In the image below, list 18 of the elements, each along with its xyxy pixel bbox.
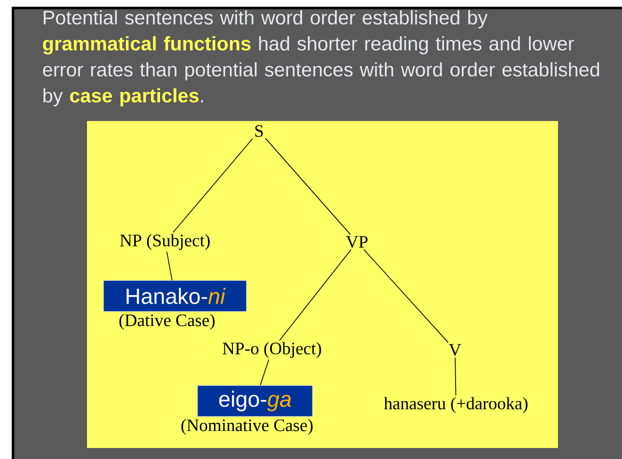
tree-branch	[363, 249, 449, 343]
title: Potential sentences with word order established by grammatical functions had shorter reading times and lower error rates than potential sentences with word order established by case particles.	[43, 10, 600, 106]
tree-label: NP (Subject)	[118, 232, 212, 252]
tree-label: hanaseru (+darooka)	[382, 396, 530, 414]
tree-branch	[454, 357, 456, 396]
tree-label: NP-o (Object)	[220, 340, 324, 360]
tree-label: VP	[344, 234, 370, 250]
word-box: eigo-ga	[197, 385, 313, 417]
tree-label: V	[447, 342, 463, 358]
word-box: Hanako-ni	[103, 280, 247, 312]
tree-label: S	[252, 124, 266, 138]
case-label: (Nominative Case)	[181, 418, 313, 435]
tree-branch	[265, 138, 351, 235]
case-label: (Dative Case)	[119, 314, 215, 330]
tree-branch	[279, 249, 352, 341]
tree-branch	[172, 138, 253, 233]
tree-branch	[260, 359, 270, 386]
tree-branch	[166, 251, 172, 281]
